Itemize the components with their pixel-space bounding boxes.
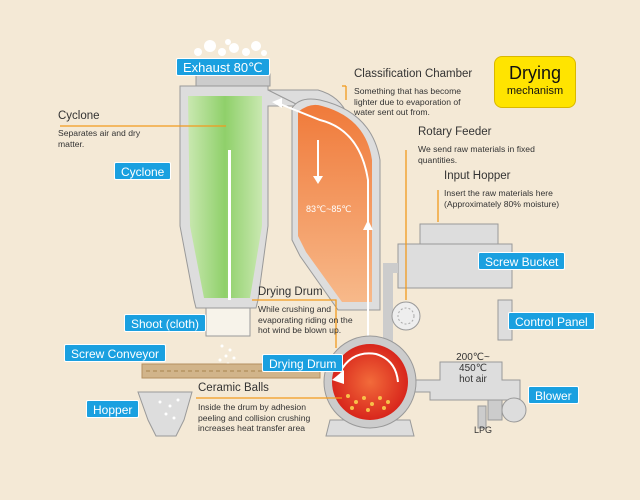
hot-air-duct (411, 361, 521, 401)
hopper-tag: Hopper (86, 400, 140, 418)
input-hopper-box (419, 223, 499, 245)
cyclone-heading: Cyclone (58, 110, 100, 122)
rotary-feeder-desc: We send raw materials in fixed quantitie… (418, 144, 535, 165)
callout-lines (60, 85, 439, 399)
callout-subtitle: mechanism (506, 85, 564, 97)
exhaust-steam (194, 39, 267, 56)
rotary-feeder-heading: Rotary Feeder (418, 126, 492, 138)
drying-drum-tag: Drying Drum (262, 354, 344, 372)
screw-conveyor-tag: Screw Conveyor (64, 344, 167, 362)
cyclone-center-tube (228, 150, 231, 300)
input-hopper-desc: Insert the raw materials here (Approxima… (444, 188, 560, 209)
chamber-temperature: 83℃~85℃ (306, 204, 352, 214)
drying-drum-desc: While crushing and evaporating riding on… (258, 304, 353, 335)
hot-air-label: 200℃~ 450℃ hot air (456, 352, 490, 385)
exhaust-label: Exhaust 80℃ (176, 58, 270, 76)
flow-arrowhead-up (363, 220, 373, 230)
classification-desc: Something that has become lighter due to… (354, 86, 462, 117)
input-hopper-heading: Input Hopper (444, 170, 511, 182)
lpg-label: LPG (474, 425, 493, 435)
callout-title: Drying (508, 63, 561, 83)
falling-powder (218, 344, 236, 366)
blower-fan (501, 397, 527, 423)
lpg-pipe (477, 405, 487, 429)
flow-arrowhead-left (272, 98, 282, 108)
ceramic-balls-heading: Ceramic Balls (198, 382, 269, 394)
drying-mechanism-callout: Drying mechanism (494, 56, 576, 108)
flow-arrowhead-down (313, 176, 323, 184)
classification-heading: Classification Chamber (354, 68, 473, 80)
feeder-pipe (383, 263, 398, 360)
chamber-hot-zone (298, 104, 372, 302)
flow-arrow-up (279, 103, 369, 340)
drying-drum-heading: Drying Drum (258, 286, 323, 298)
ceramic-ball-dots (346, 394, 390, 412)
control-panel-tag: Control Panel (508, 312, 595, 330)
drum-swirl (339, 352, 399, 383)
cyclone-desc: Separates air and dry matter. (58, 128, 141, 149)
screw-bucket-tag: Screw Bucket (478, 252, 566, 270)
shoot-tag: Shoot (cloth) (124, 314, 207, 332)
cyclone-tag: Cyclone (114, 162, 172, 180)
rotary-feeder (391, 301, 421, 331)
ceramic-balls-desc: Inside the drum by adhesion peeling and … (198, 402, 311, 433)
blower-tag: Blower (528, 386, 579, 404)
shoot-cloth (205, 307, 251, 337)
cyclone-inner (188, 96, 262, 298)
